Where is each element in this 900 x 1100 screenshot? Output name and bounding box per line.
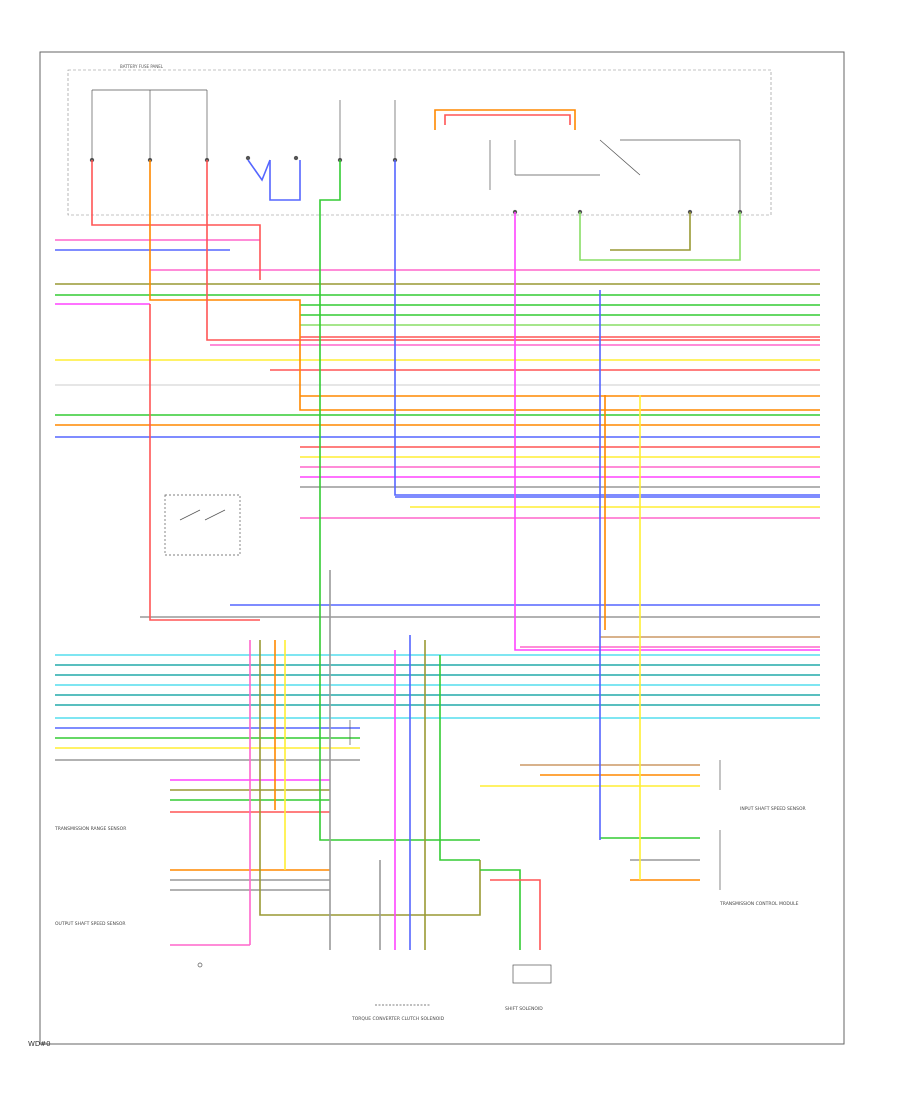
range-switch: [164, 494, 241, 556]
label-oss: OUTPUT SHAFT SPEED SENSOR: [55, 921, 126, 927]
footer-code: WD#0: [28, 1040, 51, 1048]
diagram-frame: [39, 51, 845, 1045]
label-shift: SHIFT SOLENOID: [505, 1006, 543, 1012]
label-iss: INPUT SHAFT SPEED SENSOR: [740, 806, 806, 812]
wire-harness: [55, 239, 820, 946]
label-tcm: TRANSMISSION CONTROL MODULE: [719, 901, 799, 907]
label-tcc: TORQUE CONVERTER CLUTCH SOLENOID: [351, 1016, 445, 1022]
relay-block: [489, 139, 743, 215]
bottom-components: [197, 962, 552, 1006]
fuse-row: [89, 89, 398, 163]
wire-risers: [91, 109, 820, 950]
fuse-panel-title: BATTERY FUSE PANEL: [120, 64, 164, 69]
fuse-panel-box: [67, 69, 772, 216]
label-trs: TRANSMISSION RANGE SENSOR: [54, 826, 126, 832]
